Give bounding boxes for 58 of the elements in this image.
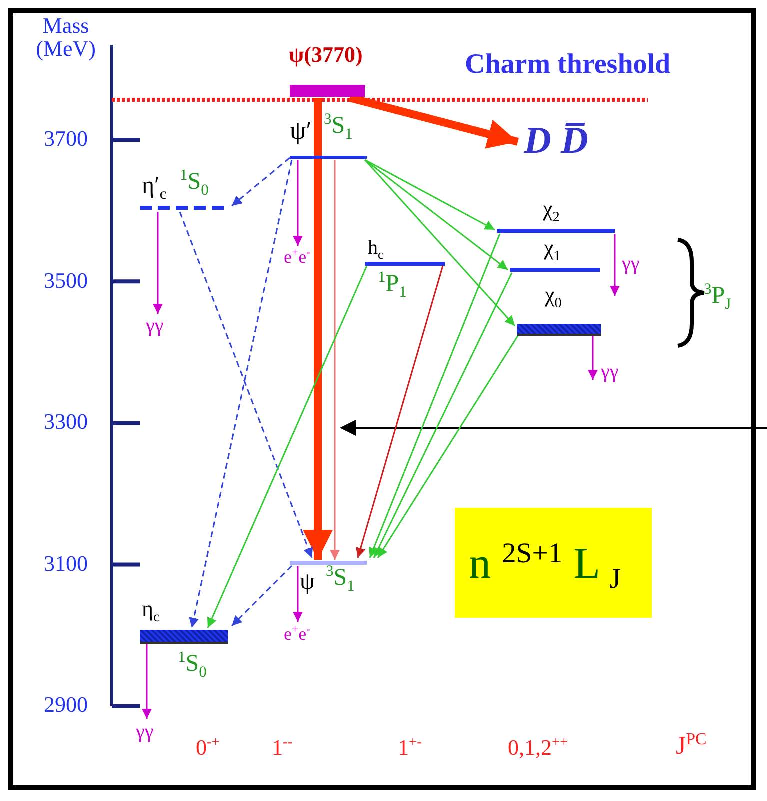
threshold-label: Charm threshold <box>465 50 671 80</box>
transition-arrow <box>330 160 340 560</box>
decay-product-label: e$^{+}$e$^{-}$ <box>282 623 326 649</box>
energy-level <box>288 112 370 160</box>
state-name: χ$_{1}$ <box>544 237 561 259</box>
transition-arrow <box>293 160 303 246</box>
state-name: ψ′ <box>290 118 312 144</box>
decay-product-label: γγ <box>144 314 178 340</box>
state-name: h$_{c}$ <box>368 238 384 258</box>
notation-box <box>455 508 652 618</box>
term-symbol: $^{3}$P$_{J}$ <box>704 284 732 310</box>
term-symbol: $^{3}$S$_{1}$ <box>326 566 355 590</box>
transition-arrow <box>293 566 303 622</box>
decay-product-label: e$^{+}$e$^{-}$ <box>282 246 326 272</box>
state-name: χ$_{2}$ <box>543 198 560 220</box>
quantum-number-label: 0,1,2$^{++}$ <box>508 736 568 760</box>
decay-product-label: γγ <box>620 252 656 278</box>
transition-arrow <box>369 234 501 558</box>
transition-arrow <box>348 94 520 149</box>
decay-product-label: γγ <box>134 720 170 746</box>
quantum-number-label: 0$^{-+}$ <box>196 736 220 760</box>
state-name: η′$_{c}$ <box>142 174 167 198</box>
transition-arrow <box>356 266 444 558</box>
transition-arrow <box>377 336 519 558</box>
notation-formula: n $^{2S+1}$ L $_{J}$ <box>469 542 622 586</box>
transition-arrow <box>179 212 314 558</box>
axis-label: Mass (MeV) <box>35 14 97 60</box>
transition-arrow <box>231 565 293 627</box>
transition-arrow <box>610 234 620 296</box>
term-symbol: $^{3}$S$_{1}$ <box>324 114 353 138</box>
tick-label: 3300 <box>44 410 88 434</box>
tick-label: 3500 <box>44 268 88 292</box>
quantum-number-label: 1$^{--}$ <box>272 736 293 760</box>
final-state-label: D D̅ <box>520 118 620 166</box>
quantum-number-label: J$^{PC}$ <box>676 732 707 760</box>
state-name: ψ(3770) <box>289 44 363 66</box>
quantum-number-label: 1$^{+-}$ <box>398 736 422 760</box>
transition-arrow <box>373 272 513 558</box>
term-symbol: $^{1}$S$_{0}$ <box>178 652 207 676</box>
tick-label: 2900 <box>44 693 88 716</box>
transition-arrow <box>189 160 293 628</box>
transition-arrow <box>142 643 152 719</box>
term-symbol: $^{1}$P$_{1}$ <box>378 272 407 296</box>
transition-arrow <box>588 336 598 380</box>
transition-arrow <box>303 98 333 560</box>
transition-arrow <box>232 157 290 207</box>
state-name: η$_{c}$ <box>142 598 160 620</box>
tick-label: 3100 <box>44 552 88 575</box>
tick-label: 3700 <box>44 127 88 150</box>
transition-arrow <box>207 266 368 628</box>
transition-arrow <box>364 159 508 271</box>
state-name: χ$_{0}$ <box>545 284 562 306</box>
transition-arrow <box>364 159 496 231</box>
state-name: ψ <box>300 570 316 594</box>
decay-product-label: γγ <box>599 360 635 386</box>
term-symbol: $^{1}$S$_{0}$ <box>180 170 209 194</box>
transition-arrow <box>153 212 163 314</box>
transition-arrow <box>364 160 516 326</box>
